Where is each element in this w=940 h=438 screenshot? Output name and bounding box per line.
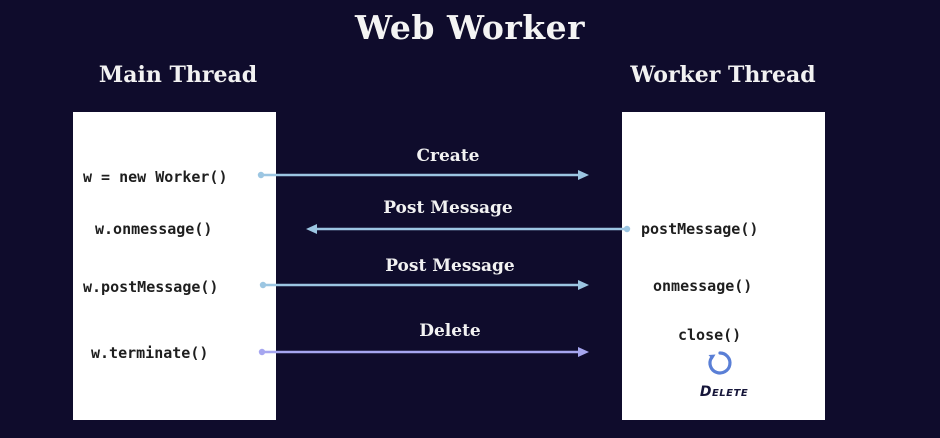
arrow-post-message-worker-to-main — [306, 224, 631, 234]
worker-thread-heading: Worker Thread — [630, 62, 816, 88]
refresh-icon — [708, 351, 732, 375]
worker-thread-panel — [622, 112, 825, 420]
worker-item-onmessage: onmessage() — [653, 277, 753, 295]
main-thread-panel — [73, 112, 276, 420]
diagram-title: Web Worker — [355, 8, 585, 47]
main-thread-heading: Main Thread — [98, 62, 258, 88]
main-item-onmessage: w.onmessage() — [95, 220, 213, 238]
delete-stamp: Delete — [699, 384, 749, 400]
main-item-new-worker: w = new Worker() — [83, 168, 228, 186]
arrow-label-create: Create — [416, 146, 480, 166]
worker-item-postmessage: postMessage() — [641, 220, 759, 238]
main-item-postmessage: w.postMessage() — [83, 278, 219, 296]
arrow-create — [257, 170, 589, 180]
arrow-post-message-main-to-worker — [259, 280, 589, 290]
arrow-label-post-message-2: Post Message — [385, 256, 515, 276]
arrow-label-post-message-1: Post Message — [383, 198, 513, 218]
arrow-delete — [258, 347, 589, 357]
main-item-terminate: w.terminate() — [91, 344, 209, 362]
arrow-label-delete: Delete — [419, 321, 481, 341]
worker-item-close: close() — [678, 326, 742, 344]
